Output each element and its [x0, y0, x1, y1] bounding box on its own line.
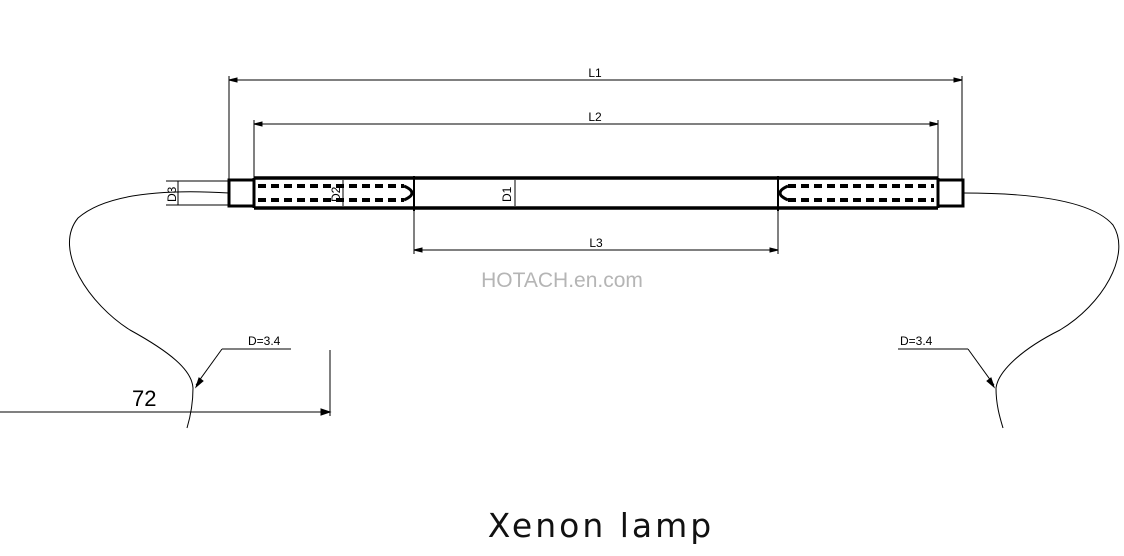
- dimension-l2: [253, 120, 939, 178]
- watermark: HOTACH.en.com: [481, 269, 643, 292]
- right-electrode: [778, 184, 934, 202]
- dimension-d1-label: D1: [500, 186, 514, 202]
- lead-length-label: 72: [132, 386, 156, 411]
- left-lead-diameter-label: D=3.4: [248, 334, 281, 348]
- dimension-d2-label: D2: [329, 186, 343, 202]
- diameter-markers: [166, 180, 516, 206]
- dimension-l3-label: L3: [589, 236, 603, 250]
- dimension-l1: [228, 76, 963, 180]
- drawing-title: Xenon lamp: [488, 506, 714, 545]
- lead-length-dimension: [0, 350, 332, 416]
- dimension-l2-label: L2: [588, 110, 602, 124]
- lamp-body: [227, 176, 965, 211]
- dimension-l3: [413, 210, 779, 254]
- left-lead-callout: [194, 348, 291, 389]
- left-electrode: [258, 184, 414, 202]
- lead-wires: [68, 191, 1120, 429]
- dimension-d3-label: D3: [165, 186, 179, 202]
- right-lead-callout: [898, 348, 996, 389]
- right-lead-diameter-label: D=3.4: [900, 334, 933, 348]
- dimension-l1-label: L1: [588, 66, 602, 80]
